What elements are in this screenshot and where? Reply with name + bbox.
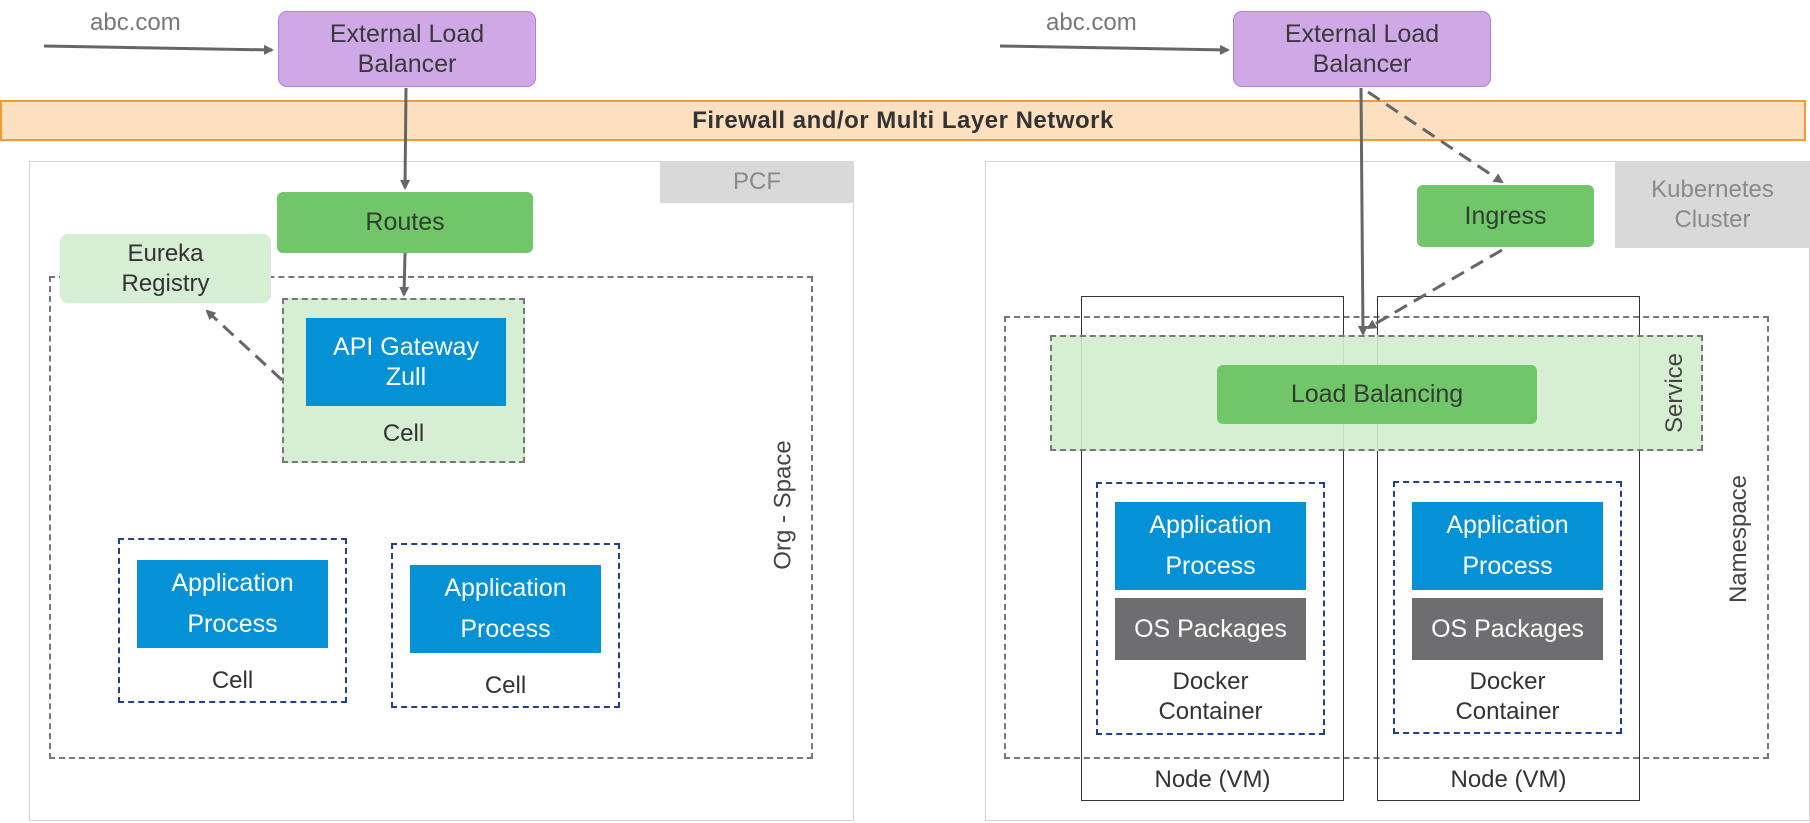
firewall-band: Firewall and/or Multi Layer Network <box>0 100 1806 141</box>
pcf-tag: PCF <box>660 161 854 203</box>
docker-container-1 <box>1096 482 1325 735</box>
right-domain-arrow <box>999 44 1230 55</box>
node-vm-1-label: Node (VM) <box>1154 766 1271 793</box>
container-2-os-packages: OS Packages <box>1412 598 1603 660</box>
left-lb-to-routes-arrow <box>400 87 411 190</box>
routes-to-gateway-arrow <box>399 252 410 297</box>
docker-container-2 <box>1393 481 1622 734</box>
load-balancing-box: Load Balancing <box>1217 365 1537 424</box>
eureka-registry: Eureka Registry <box>60 234 271 303</box>
left-external-load-balancer: External Load Balancer <box>278 11 536 87</box>
kubernetes-tag: Kubernetes Cluster <box>1615 161 1810 248</box>
right-domain-label: abc.com <box>1046 9 1137 36</box>
routes-box: Routes <box>277 192 533 253</box>
container-1-application-process: Application Process <box>1115 502 1306 590</box>
left-domain-arrow <box>43 44 274 55</box>
org-space-boundary <box>49 276 813 759</box>
right-external-load-balancer: External Load Balancer <box>1233 11 1491 87</box>
right-lb-to-service-arrow <box>1357 87 1368 336</box>
node-vm-1 <box>1081 296 1344 801</box>
cell-2 <box>391 543 620 708</box>
ingress-box: Ingress <box>1417 185 1594 247</box>
cell-2-label: Cell <box>484 672 527 699</box>
right-lb-to-ingress-arrow <box>1367 90 1504 184</box>
gateway-to-eureka-arrow <box>205 309 284 382</box>
cell-2-application-process: Application Process <box>410 565 601 653</box>
api-gateway-box: API Gateway Zull <box>306 318 506 406</box>
cell-1-application-process: Application Process <box>137 560 328 648</box>
node-vm-2 <box>1377 296 1640 801</box>
left-domain-label: abc.com <box>90 9 181 36</box>
node-vm-2-label: Node (VM) <box>1450 766 1567 793</box>
container-2-label: Docker Container <box>1455 668 1560 725</box>
gateway-cell-label: Cell <box>382 420 425 447</box>
pcf-panel <box>29 161 854 821</box>
container-1-os-packages: OS Packages <box>1115 598 1306 660</box>
ingress-to-service-arrow <box>1366 248 1503 330</box>
container-2-application-process: Application Process <box>1412 502 1603 590</box>
container-1-label: Docker Container <box>1158 668 1263 725</box>
cell-1 <box>118 538 347 703</box>
cell-1-label: Cell <box>211 667 254 694</box>
